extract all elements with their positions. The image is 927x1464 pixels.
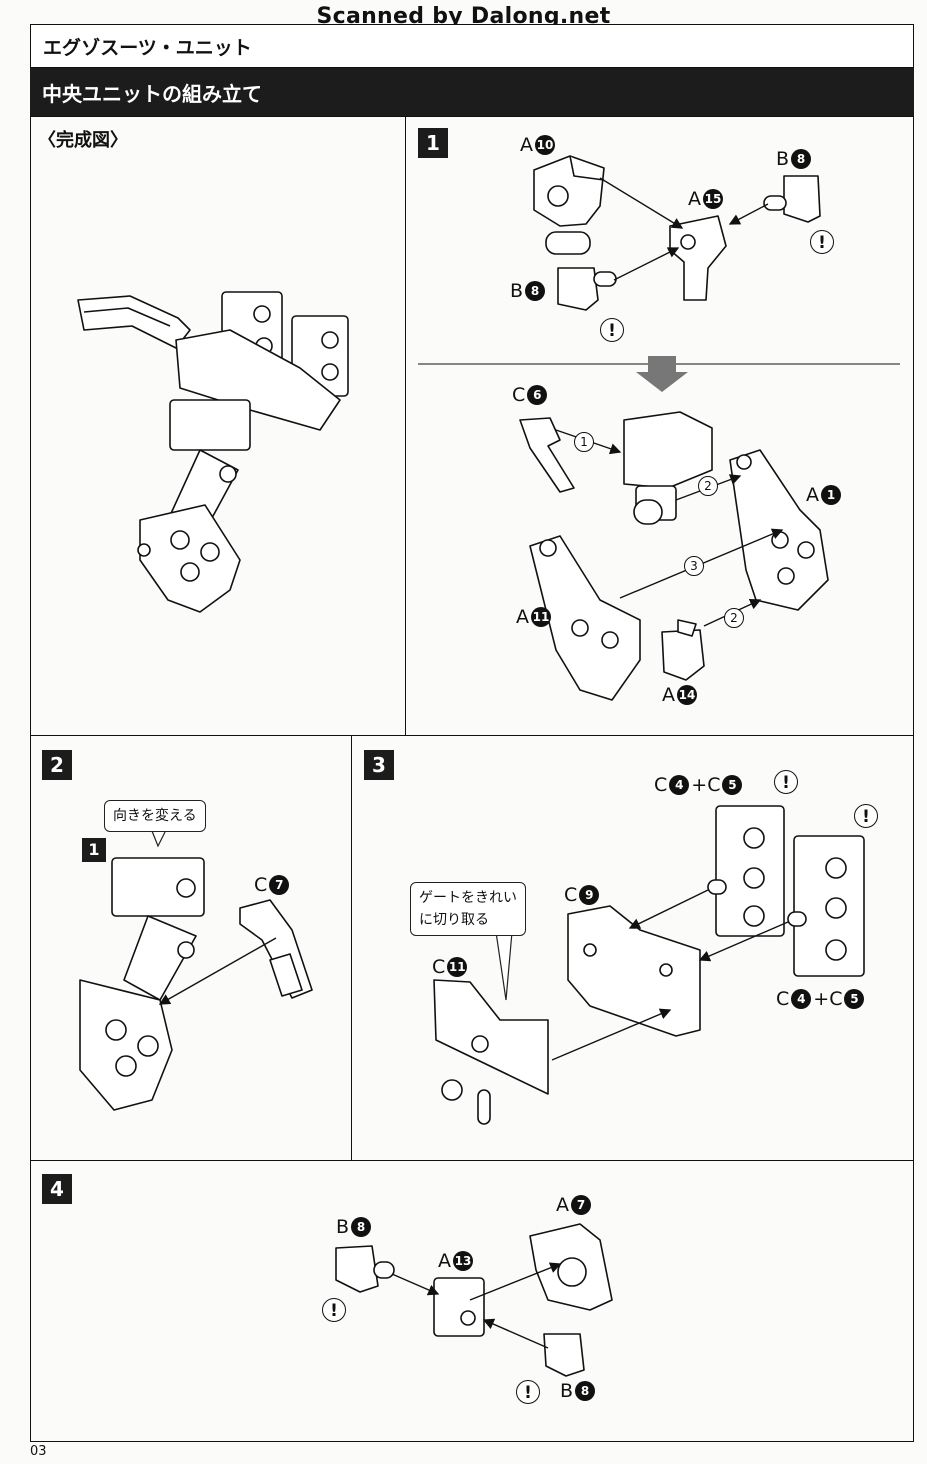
section-title: 中央ユニットの組み立て — [42, 82, 262, 106]
step4-parts — [335, 1223, 613, 1377]
step1-parts-bottom — [519, 411, 829, 701]
step1-parts-top — [533, 155, 821, 311]
caution-icon: ! — [600, 318, 624, 342]
caution-icon: ! — [774, 770, 798, 794]
manual-title-bar: エグゾスーツ・ユニット — [30, 24, 914, 68]
step1-badge: 1 — [418, 128, 448, 158]
caution-icon: ! — [854, 804, 878, 828]
caution-icon: ! — [322, 1298, 346, 1322]
caution-icon: ! — [516, 1380, 540, 1404]
order-marker: 3 — [684, 556, 704, 576]
order-marker: 2 — [698, 476, 718, 496]
section-title-bar: 中央ユニットの組み立て — [30, 68, 914, 116]
step4-panel — [30, 1160, 914, 1442]
manual-title: エグゾスーツ・ユニット — [43, 37, 252, 59]
step4-badge: 4 — [42, 1174, 72, 1204]
step3-badge: 3 — [364, 750, 394, 780]
order-marker: 1 — [574, 432, 594, 452]
order-marker: 2 — [724, 608, 744, 628]
step3-callout: ゲートをきれい に切り取る — [410, 882, 526, 936]
step3-parts — [433, 805, 865, 1125]
caution-icon: ! — [810, 230, 834, 254]
completed-unit-drawing — [77, 291, 349, 613]
completed-label: 〈完成図〉 — [38, 130, 128, 151]
step1-down-arrow — [636, 356, 688, 392]
step2-sub-badge: 1 — [82, 838, 106, 862]
step2-badge: 2 — [42, 750, 72, 780]
page-number: 03 — [30, 1444, 47, 1459]
step2-callout: 向きを変える — [104, 800, 206, 832]
step2-parts — [79, 857, 313, 1111]
